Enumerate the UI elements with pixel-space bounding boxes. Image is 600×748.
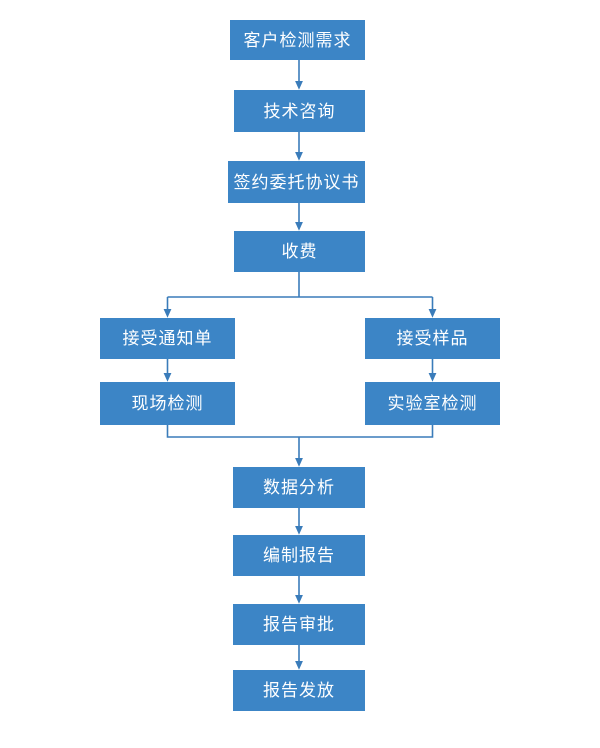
flow-node-compile-report[interactable]: 编制报告 — [233, 535, 365, 576]
flow-node-charge-fee[interactable]: 收费 — [234, 231, 365, 272]
flow-node-label: 现场检测 — [131, 394, 204, 413]
flow-node-label: 接受通知单 — [122, 329, 213, 348]
flow-node-label: 编制报告 — [263, 546, 335, 565]
flow-node-report-approval[interactable]: 报告审批 — [233, 604, 365, 645]
flow-node-label: 报告审批 — [263, 615, 335, 634]
flow-node-customer-testing-request[interactable]: 客户检测需求 — [230, 20, 365, 60]
flow-node-sign-entrustment-agreement[interactable]: 签约委托协议书 — [228, 161, 365, 203]
flow-node-receive-sample[interactable]: 接受样品 — [365, 318, 500, 359]
flow-node-label: 技术咨询 — [263, 101, 336, 121]
edge-n7-merge — [166, 425, 299, 438]
flow-node-report-issuance[interactable]: 报告发放 — [233, 670, 365, 711]
flow-node-label: 收费 — [281, 242, 318, 261]
flow-node-laboratory-testing[interactable]: 实验室检测 — [365, 382, 500, 425]
flow-node-label: 签约委托协议书 — [233, 172, 360, 192]
flow-node-label: 接受样品 — [396, 329, 469, 348]
flow-node-onsite-testing[interactable]: 现场检测 — [100, 382, 235, 425]
flow-node-label: 数据分析 — [263, 478, 335, 497]
flow-node-technical-consultation[interactable]: 技术咨询 — [234, 90, 365, 132]
edge-n8-merge — [299, 425, 434, 438]
flow-node-label: 客户检测需求 — [243, 30, 352, 50]
flow-node-data-analysis[interactable]: 数据分析 — [233, 467, 365, 508]
flow-node-label: 报告发放 — [263, 681, 335, 700]
flow-node-receive-notification[interactable]: 接受通知单 — [100, 318, 235, 359]
flow-node-label: 实验室检测 — [387, 394, 478, 413]
